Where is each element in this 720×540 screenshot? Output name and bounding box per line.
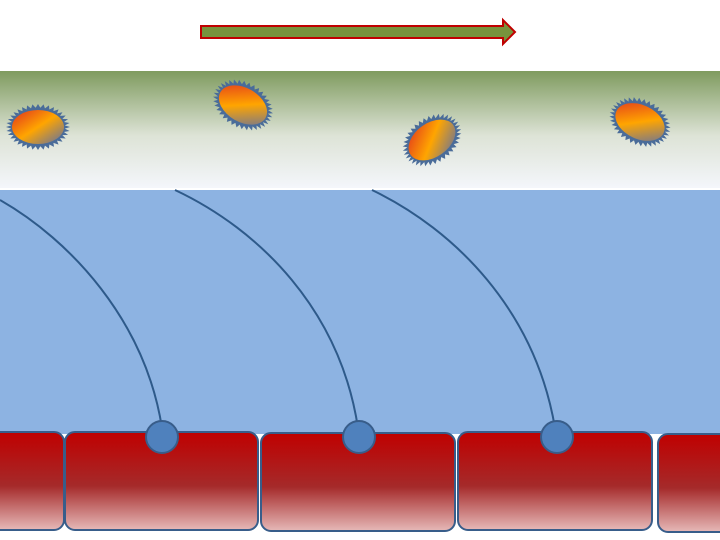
epithelial-cell-5	[657, 433, 720, 533]
cilium-1	[0, 199, 163, 429]
particle-3-body	[408, 119, 456, 161]
particle-4	[609, 97, 671, 147]
epithelial-cells	[0, 431, 720, 533]
basal-body-1	[145, 420, 179, 454]
epithelial-cell-1	[0, 431, 65, 531]
trapped-particles	[6, 79, 671, 167]
cilium-2	[174, 189, 359, 429]
cilia-group	[0, 189, 556, 429]
particle-3	[402, 113, 462, 167]
particle-1-body	[12, 110, 64, 144]
cilium-3	[371, 189, 556, 429]
flow-direction-arrow	[200, 17, 517, 47]
basal-body-3	[540, 420, 574, 454]
mucus-layer	[0, 71, 720, 188]
particle-2	[213, 79, 273, 131]
periciliary-fluid-layer	[0, 190, 720, 434]
basal-body-2	[342, 420, 376, 454]
particle-1	[6, 104, 70, 150]
particle-2-body	[218, 85, 268, 125]
basal-bodies	[145, 420, 574, 454]
particle-4-body	[615, 103, 665, 141]
